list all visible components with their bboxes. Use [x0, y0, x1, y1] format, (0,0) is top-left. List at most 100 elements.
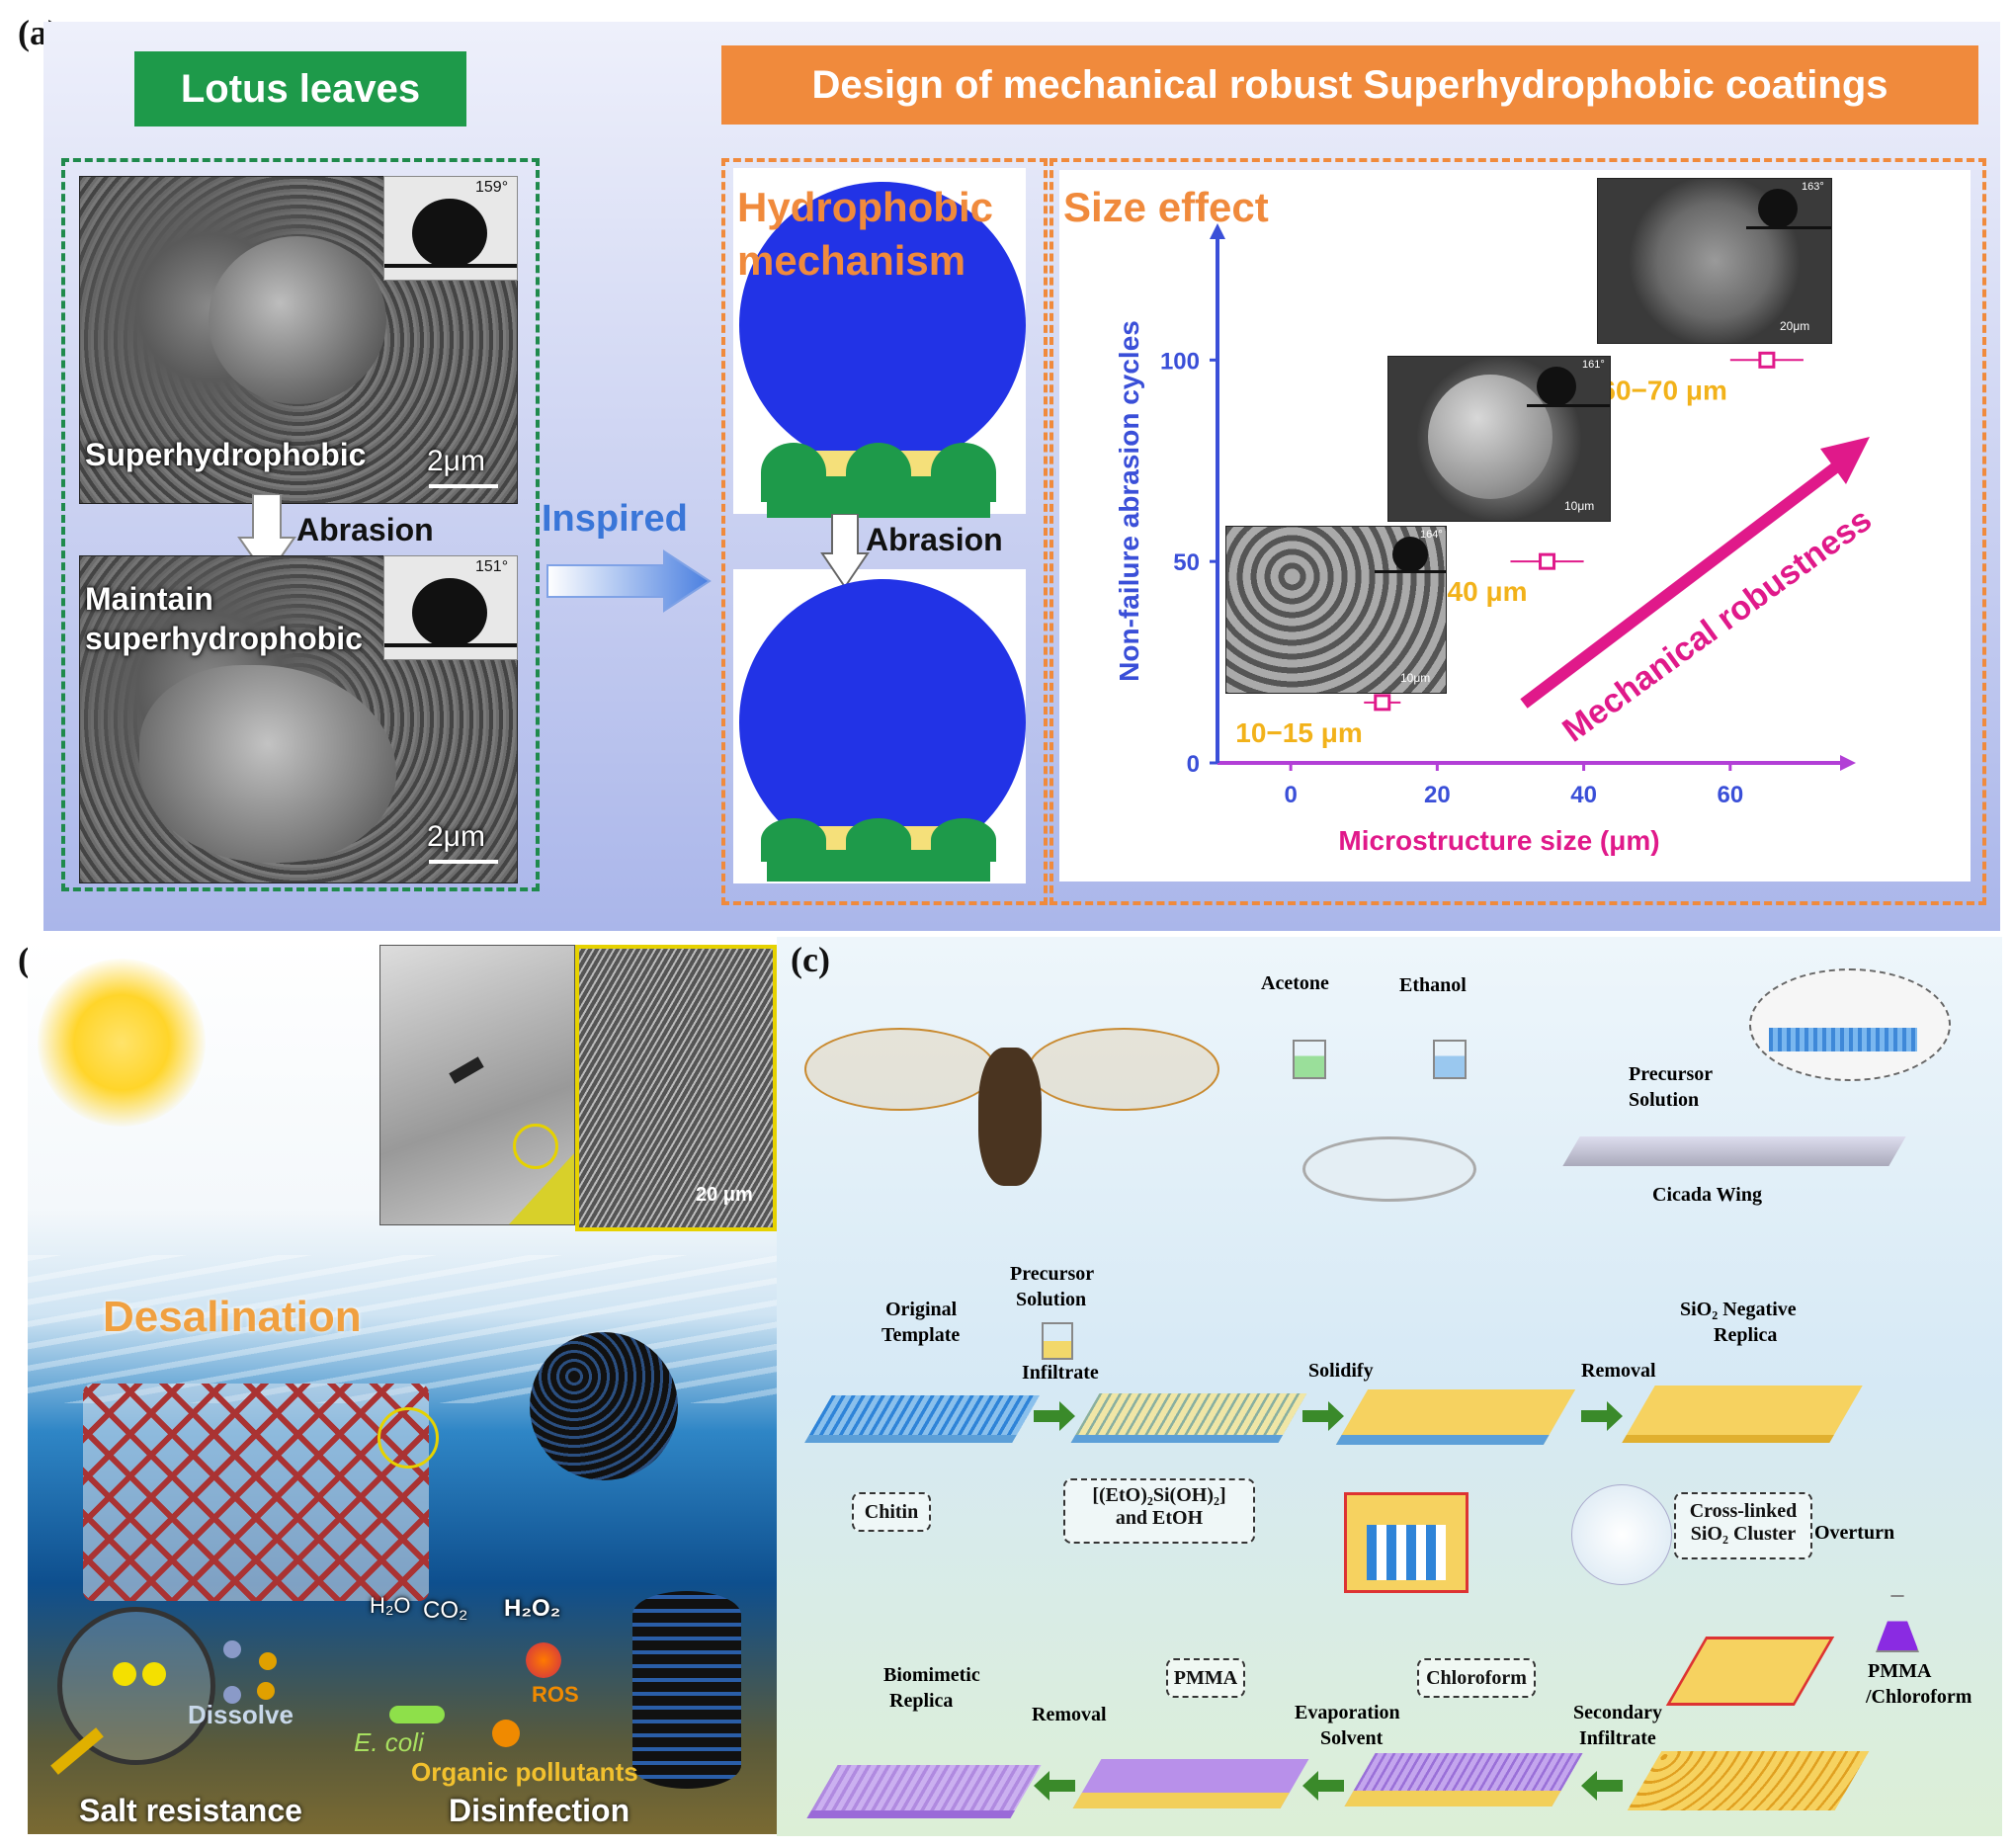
label-sio2-cluster: SiO₂ Cluster [1690, 1523, 1797, 1545]
droplet-icon [1758, 189, 1798, 228]
label-salt: Salt resistance [79, 1793, 302, 1828]
particle-blob [209, 236, 386, 404]
ion-plus [259, 1652, 277, 1670]
robustness-label: Mechanical robustness [1555, 501, 1879, 750]
cluster-circle [1571, 1484, 1672, 1585]
design-title: Design of mechanical robust Superhydroph… [721, 45, 1978, 125]
surface-line [1375, 570, 1446, 573]
green-arrow-left-icon [1034, 1771, 1075, 1801]
label-original: Original [885, 1299, 958, 1320]
label-hydrophobic: Hydrophobic [737, 184, 993, 230]
angle-label-159: 159° [475, 179, 509, 196]
green-arrow-left-icon [1581, 1771, 1623, 1801]
bump-bottom-2 [846, 818, 911, 862]
green-arrow-icon [1581, 1401, 1623, 1431]
label-size-effect: Size effect [1063, 184, 1269, 230]
label-solution-1: Solution [1629, 1089, 1700, 1111]
cicada-wing-right [1028, 1028, 1219, 1111]
data-label: 10−15 μm [1235, 717, 1362, 748]
ion-yellow-1 [113, 1662, 136, 1686]
label-precursor-2: Precursor [1010, 1263, 1095, 1285]
mof-lattice [83, 1384, 429, 1601]
angle-label-164: 164° [1420, 529, 1443, 541]
label-pmma-chloroform-2: /Chloroform [1866, 1686, 1972, 1708]
scale-20-um: 20 μm [696, 1184, 753, 1206]
label-acetone: Acetone [1261, 972, 1329, 994]
surface-line [1527, 404, 1610, 407]
label-h2o2: H₂O₂ [504, 1595, 561, 1622]
tag-crosslinked: Cross-linked SiO₂ Cluster [1674, 1492, 1812, 1559]
droplet-icon [412, 578, 487, 647]
label-solution-2: Solution [1016, 1289, 1087, 1310]
label-evaporation: Evaporation [1295, 1702, 1400, 1723]
biomimetic-slab [806, 1765, 1042, 1818]
strider-body [449, 1056, 484, 1084]
label-sio2-negative: SiO₂ Negative [1680, 1299, 1797, 1320]
sem-inset-30-40: 161° 10μm [1387, 356, 1611, 522]
nanopillar-array-top [1769, 1028, 1917, 1051]
strider-zoom-circle [513, 1124, 558, 1169]
bump-bottom-3 [931, 818, 996, 862]
ion-plus-2 [257, 1682, 275, 1700]
data-point [1374, 694, 1391, 712]
label-removal-2: Removal [1032, 1704, 1107, 1725]
label-organic: Organic pollutants [411, 1757, 638, 1787]
ros-burst [526, 1642, 561, 1678]
ion-minus-2 [223, 1686, 241, 1704]
green-arrow-icon [1034, 1401, 1075, 1431]
label-biomimetic: Biomimetic [883, 1664, 980, 1686]
data-point [1539, 552, 1556, 570]
zoom-circle [378, 1407, 439, 1469]
ion-minus [223, 1640, 241, 1658]
label-secondary: Secondary [1573, 1702, 1662, 1723]
angle-label-163: 163° [1802, 181, 1824, 193]
x-axis-arrowhead [1840, 755, 1856, 771]
ecoli-icon [389, 1706, 445, 1723]
label-superhydrophobic: Superhydrophobic [85, 437, 367, 472]
y-tick-label: 0 [1187, 751, 1200, 778]
label-h2o: H₂O [370, 1593, 411, 1618]
y-tick-label: 100 [1160, 348, 1200, 375]
label-superhydrophobic-2: superhydrophobic [85, 621, 363, 656]
label-ros: ROS [532, 1682, 579, 1707]
surface-line [384, 264, 517, 268]
tag-pmma: PMMA [1166, 1658, 1245, 1698]
pollutant-icon [492, 1720, 520, 1747]
down-arrow-icon [820, 514, 870, 589]
size-effect-frame [1049, 158, 1986, 905]
label-cicada-wing: Cicada Wing [1652, 1184, 1762, 1206]
label-solidify: Solidify [1308, 1360, 1374, 1382]
surface-line [384, 643, 517, 647]
scale-bar-bottom [429, 860, 498, 864]
y-tick-label: 50 [1173, 549, 1200, 576]
sun-icon [38, 959, 206, 1127]
surface-line [1746, 226, 1831, 229]
label-template: Template [881, 1324, 961, 1346]
mold-slab [1627, 1751, 1870, 1810]
green-arrow-left-icon [1302, 1771, 1344, 1801]
label-abrasion-mid: Abrasion [866, 522, 1003, 557]
negative-replica-slab [1622, 1386, 1863, 1443]
label-removal-1: Removal [1581, 1360, 1656, 1382]
strider-leg-sem: 20 μm [575, 945, 777, 1231]
y-axis-title: Non-failure abrasion cycles [1114, 320, 1144, 682]
x-tick-label: 0 [1284, 782, 1297, 808]
label-desalination: Desalination [103, 1293, 362, 1341]
scale-2um-top: 2μm [427, 445, 485, 477]
porous-sphere [530, 1332, 678, 1480]
water-droplet-bottom [739, 579, 1026, 866]
cutaway-block [1344, 1492, 1469, 1593]
data-label: 60−70 μm [1600, 375, 1726, 405]
cicada-wing-left [804, 1028, 996, 1111]
zoom-ellipse [1749, 968, 1951, 1081]
robustness-arrow-shaft [1520, 452, 1854, 709]
label-ecoli: E. coli [354, 1727, 424, 1757]
droplet-icon [1537, 367, 1576, 406]
solidified-slab [1335, 1389, 1576, 1445]
bump-bottom-1 [761, 818, 826, 862]
angle-label-151: 151° [475, 558, 509, 575]
pmma-slab [1072, 1759, 1309, 1808]
x-axis-title: Microstructure size (μm) [1338, 825, 1659, 856]
label-disinfection: Disinfection [449, 1793, 630, 1828]
droplet-icon [1392, 537, 1428, 572]
